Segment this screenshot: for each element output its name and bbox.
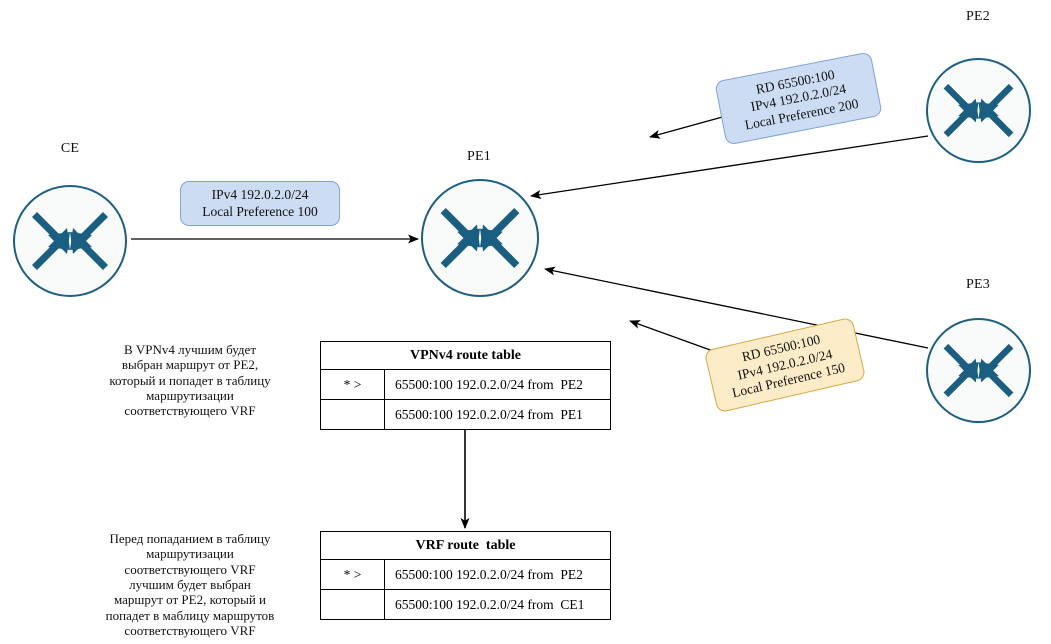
callout-ce-announce[interactable]: IPv4 192.0.2.0/24 Local Preference 100 — [180, 181, 340, 226]
router-ce[interactable] — [13, 185, 127, 297]
router-arrows-icon — [943, 343, 1014, 398]
node-label-pe3: PE3 — [966, 277, 990, 292]
node-label-pe2: PE2 — [966, 9, 990, 24]
route-flag: * > — [320, 559, 385, 590]
table-row[interactable]: 65500:100 192.0.2.0/24 from CE1 — [320, 589, 611, 620]
route-flag — [320, 399, 385, 430]
route-flag: * > — [320, 369, 385, 400]
callout-pe2-announce[interactable]: RD 65500:100 IPv4 192.0.2.0/24 Local Pre… — [714, 51, 883, 146]
node-label-pe1: PE1 — [467, 149, 491, 164]
router-arrows-icon — [440, 207, 520, 269]
note-vpnv4-selection: В VPNv4 лучшим будет выбран маршрут от P… — [109, 342, 271, 419]
node-label-ce: CE — [60, 141, 80, 156]
route-entry: 65500:100 192.0.2.0/24 from CE1 — [384, 589, 611, 620]
note-vrf-selection: Перед попаданием в таблицу маршрутизации… — [105, 531, 275, 638]
vpnv4-route-table: VPNv4 route table * > 65500:100 192.0.2.… — [320, 341, 611, 430]
edge-pe3-to-pe1 — [544, 266, 929, 349]
table-row[interactable]: * > 65500:100 192.0.2.0/24 from PE2 — [320, 559, 611, 590]
table-row[interactable]: * > 65500:100 192.0.2.0/24 from PE2 — [320, 369, 611, 400]
edge-pe2-to-pe1 — [530, 135, 929, 199]
router-pe2[interactable] — [926, 58, 1031, 163]
router-arrows-icon — [943, 83, 1014, 138]
callout-pe3-announce[interactable]: RD 65500:100 IPv4 192.0.2.0/24 Local Pre… — [703, 316, 867, 414]
edge-pe2-callout-pointer — [649, 115, 727, 139]
route-entry: 65500:100 192.0.2.0/24 from PE1 — [384, 399, 611, 430]
route-entry: 65500:100 192.0.2.0/24 from PE2 — [384, 369, 611, 400]
vrf-table-title: VRF route table — [320, 531, 611, 560]
route-entry: 65500:100 192.0.2.0/24 from PE2 — [384, 559, 611, 590]
router-pe3[interactable] — [926, 318, 1031, 423]
route-flag — [320, 589, 385, 620]
vrf-route-table: VRF route table * > 65500:100 192.0.2.0/… — [320, 531, 611, 620]
table-row[interactable]: 65500:100 192.0.2.0/24 from PE1 — [320, 399, 611, 430]
edge-pe3-callout-pointer — [629, 320, 714, 352]
vpnv4-table-title: VPNv4 route table — [320, 341, 611, 370]
router-arrows-icon — [32, 212, 108, 270]
router-pe1[interactable] — [421, 179, 539, 297]
